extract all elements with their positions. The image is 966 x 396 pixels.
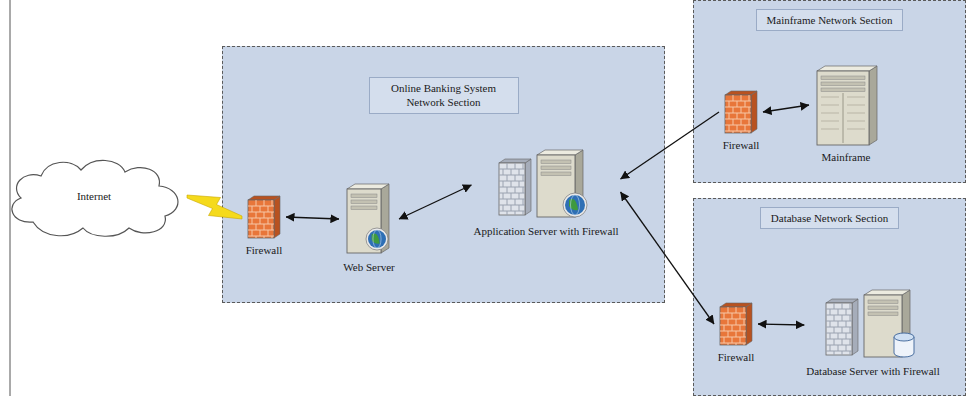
connector-arrow <box>621 112 719 179</box>
node-label: Database Server with Firewall <box>806 365 939 378</box>
fw-picture <box>244 194 284 240</box>
web-picture <box>341 181 397 257</box>
firewall-icon: Firewall <box>716 301 756 364</box>
app-picture <box>497 149 595 221</box>
connector-arrow <box>758 324 804 325</box>
connector-arrow <box>621 192 714 324</box>
node-label: Web Server <box>341 261 397 274</box>
server-icon: Application Server with Firewall <box>473 149 618 238</box>
node-label: Application Server with Firewall <box>473 225 618 238</box>
cloud-label: Internet <box>77 190 111 202</box>
cloud-shape: Internet <box>3 152 185 240</box>
region-title: Online Banking System Network Section <box>369 77 519 114</box>
firewall-icon: Firewall <box>244 194 284 257</box>
connector-arrow <box>399 185 471 219</box>
node-label: Firewall <box>716 351 756 364</box>
fw-picture <box>721 89 761 135</box>
network-region: Mainframe Network SectionFirewallMainfra… <box>693 0 966 183</box>
fw-picture <box>716 301 756 347</box>
region-title: Database Network Section <box>760 207 899 229</box>
connector-arrow <box>286 217 339 219</box>
node-label: Mainframe <box>811 151 881 164</box>
server-icon: Web Server <box>341 181 397 274</box>
region-title: Mainframe Network Section <box>756 9 904 31</box>
node-label: Firewall <box>721 139 761 152</box>
firewall-icon: Firewall <box>721 89 761 152</box>
db-picture <box>824 289 922 361</box>
node-label: Firewall <box>244 244 284 257</box>
lightning-link <box>187 195 242 219</box>
mf-picture <box>811 63 881 147</box>
server-icon: Mainframe <box>811 63 881 164</box>
network-region: Database Network SectionFirewallDatabase… <box>693 198 966 396</box>
server-icon: Database Server with Firewall <box>806 289 939 378</box>
connector-arrow <box>763 105 809 112</box>
network-region: Online Banking System Network SectionFir… <box>222 46 665 303</box>
